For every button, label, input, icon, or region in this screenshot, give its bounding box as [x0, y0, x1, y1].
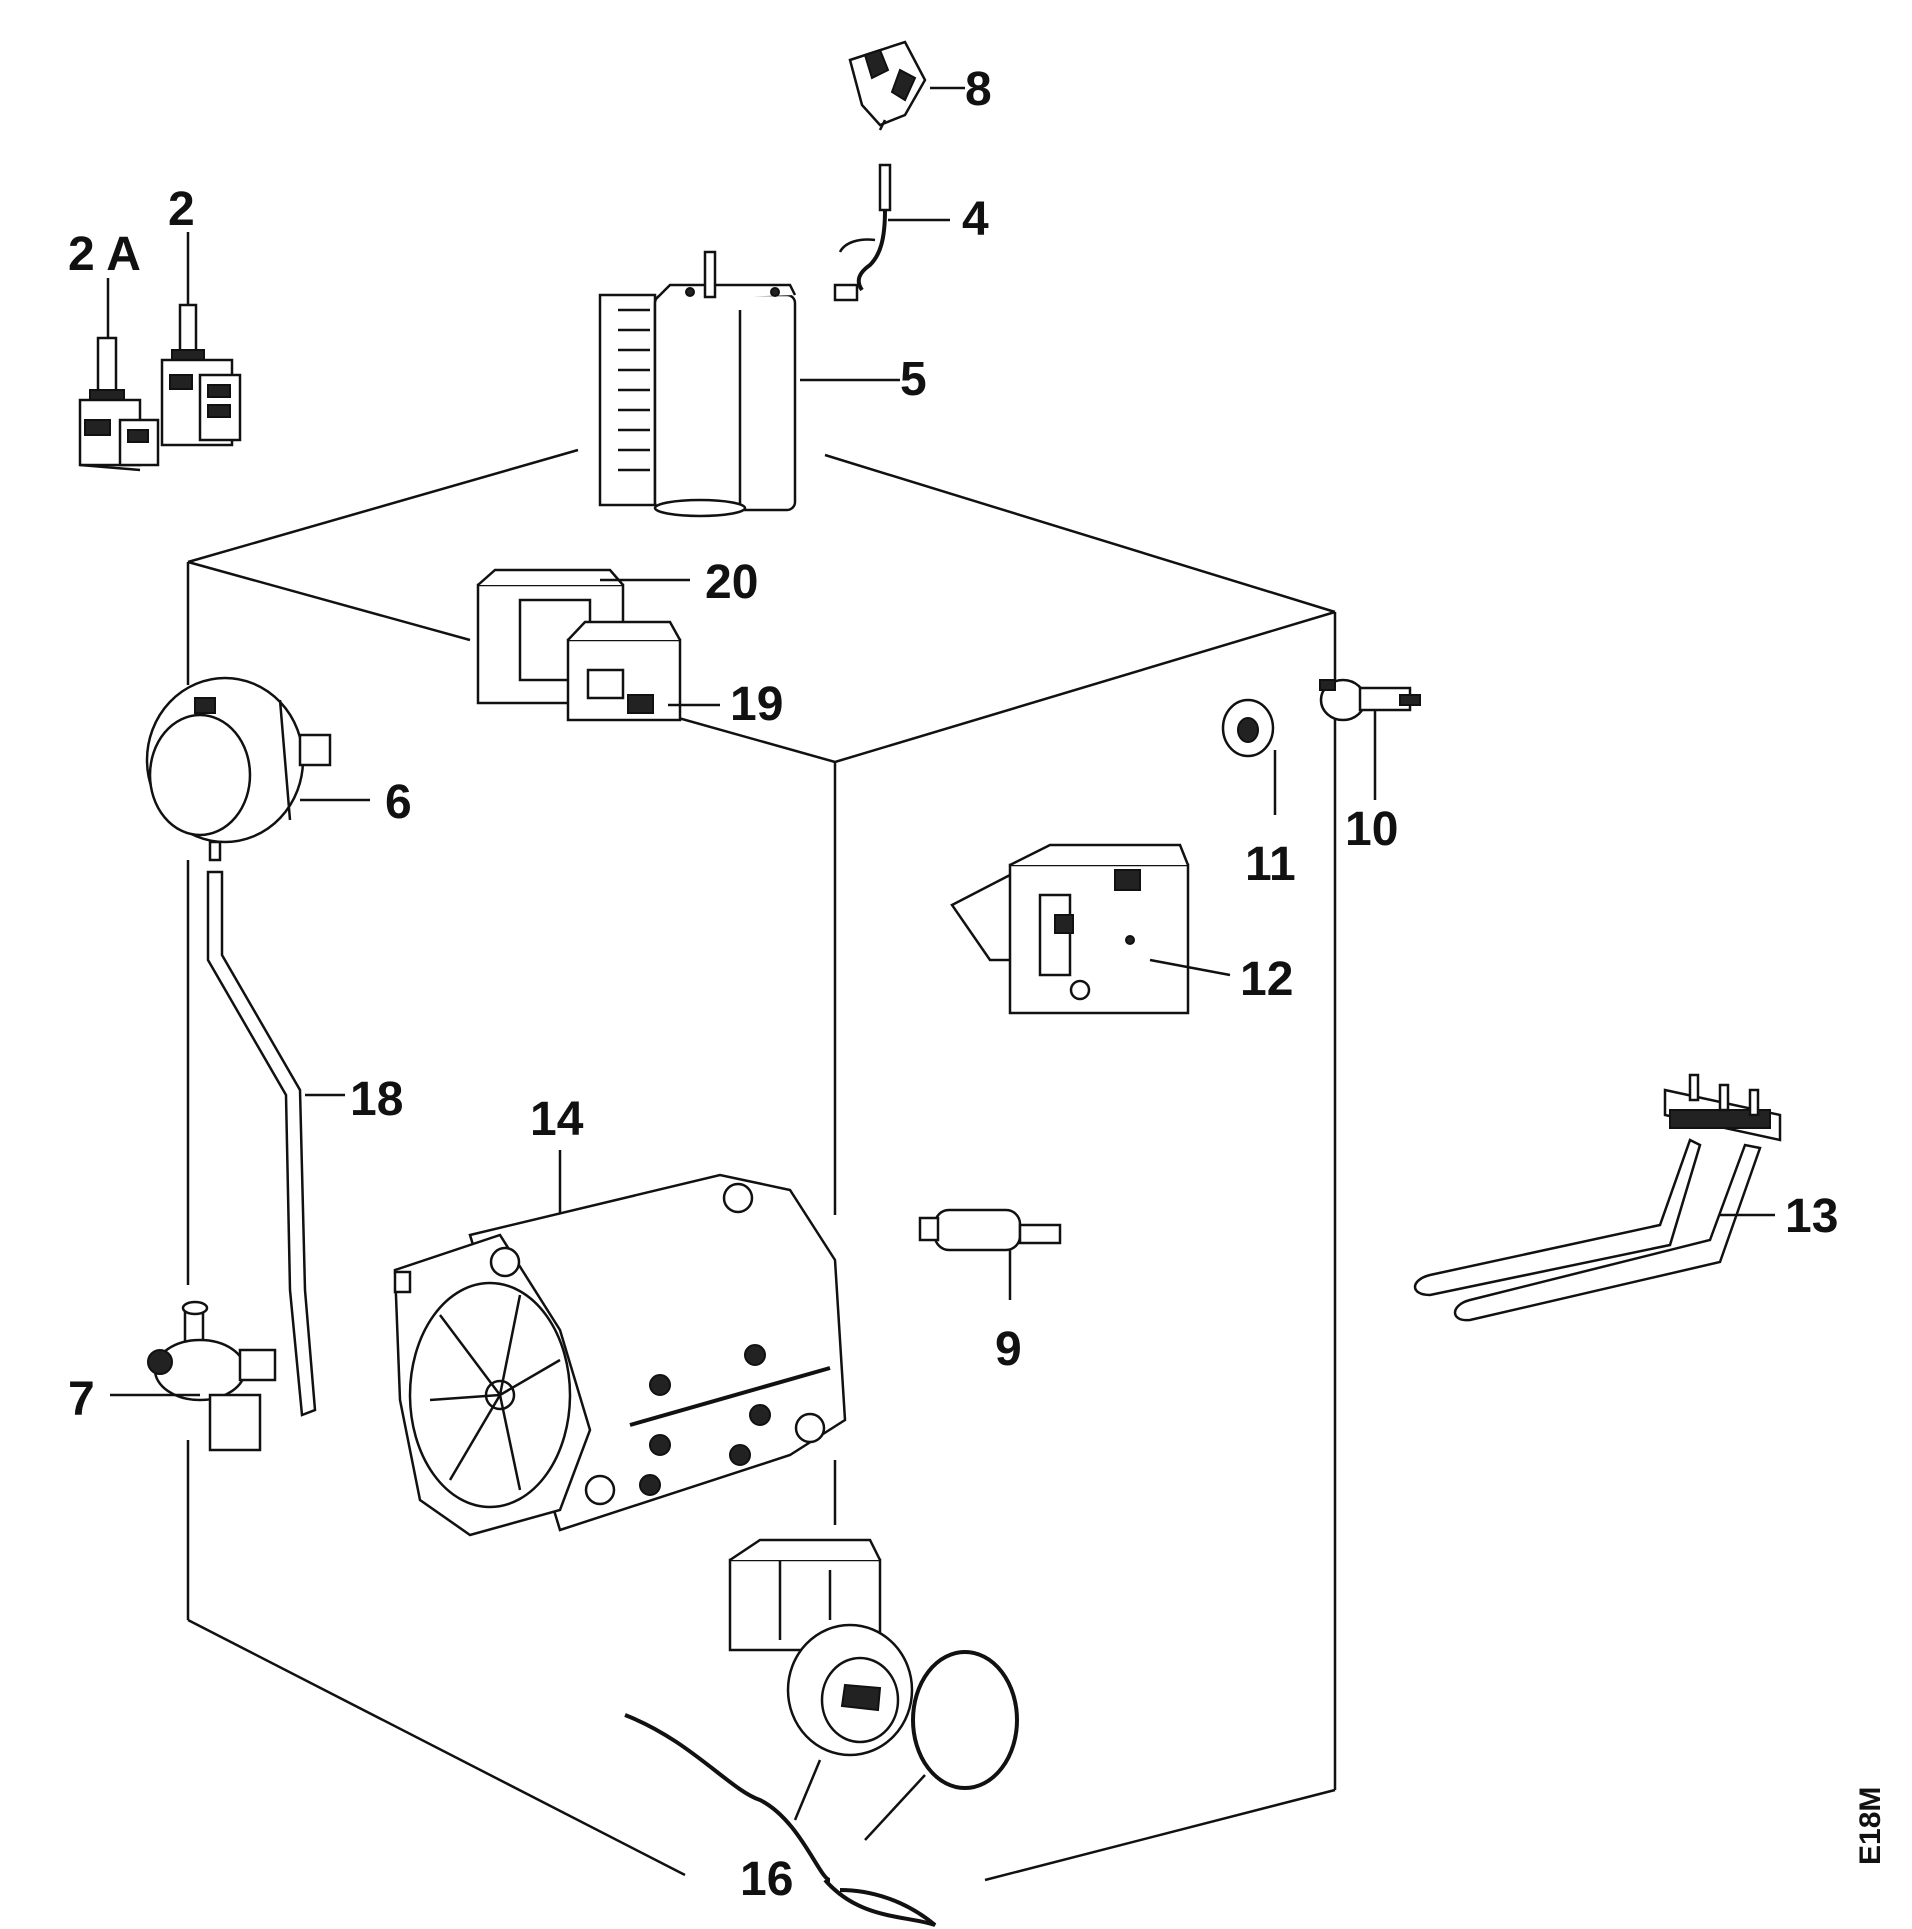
part-16-drain-pump: [624, 1538, 1019, 1927]
part-2a-switch: [78, 278, 160, 472]
label-6: 6: [385, 776, 412, 829]
label-10: 10: [1345, 803, 1398, 856]
label-19: 19: [730, 678, 783, 731]
label-5: 5: [900, 353, 927, 406]
part-8-knob-insert: [848, 40, 965, 131]
label-4: 4: [962, 193, 989, 246]
part-19-switch: [566, 620, 720, 722]
part-11-ring: [1221, 698, 1277, 815]
part-6-pressure-switch: [145, 676, 370, 862]
part-labels: 2 A 2 8 4 5 20 19 6 11 10 12 18 14 13 9 …: [68, 63, 1887, 1906]
label-13: 13: [1785, 1190, 1838, 1243]
part-5-timer: [598, 250, 900, 518]
part-13-heating-element: [1413, 1073, 1782, 1322]
part-4-wire: [833, 163, 950, 302]
label-12: 12: [1240, 953, 1293, 1006]
label-8: 8: [965, 63, 992, 116]
part-10-thermostat: [1319, 678, 1421, 800]
diagram-code: E18M: [1854, 1787, 1887, 1865]
label-9: 9: [995, 1323, 1022, 1376]
part-12-door-lock: [950, 843, 1231, 1015]
part-18-hose: [206, 870, 345, 1417]
label-14: 14: [530, 1093, 584, 1146]
part-2-switch: [160, 232, 242, 447]
label-7: 7: [68, 1373, 95, 1426]
part-14-motor: [393, 1150, 847, 1537]
label-18: 18: [350, 1073, 403, 1126]
cabinet-outline: [186, 448, 1337, 1882]
label-11: 11: [1245, 838, 1296, 891]
part-9-capacitor: [918, 1208, 1062, 1300]
label-20: 20: [705, 556, 758, 609]
label-2: 2: [168, 183, 195, 236]
label-2a: 2 A: [68, 228, 141, 281]
label-16: 16: [740, 1853, 793, 1906]
part-7-pressure-chamber: [110, 1300, 277, 1452]
